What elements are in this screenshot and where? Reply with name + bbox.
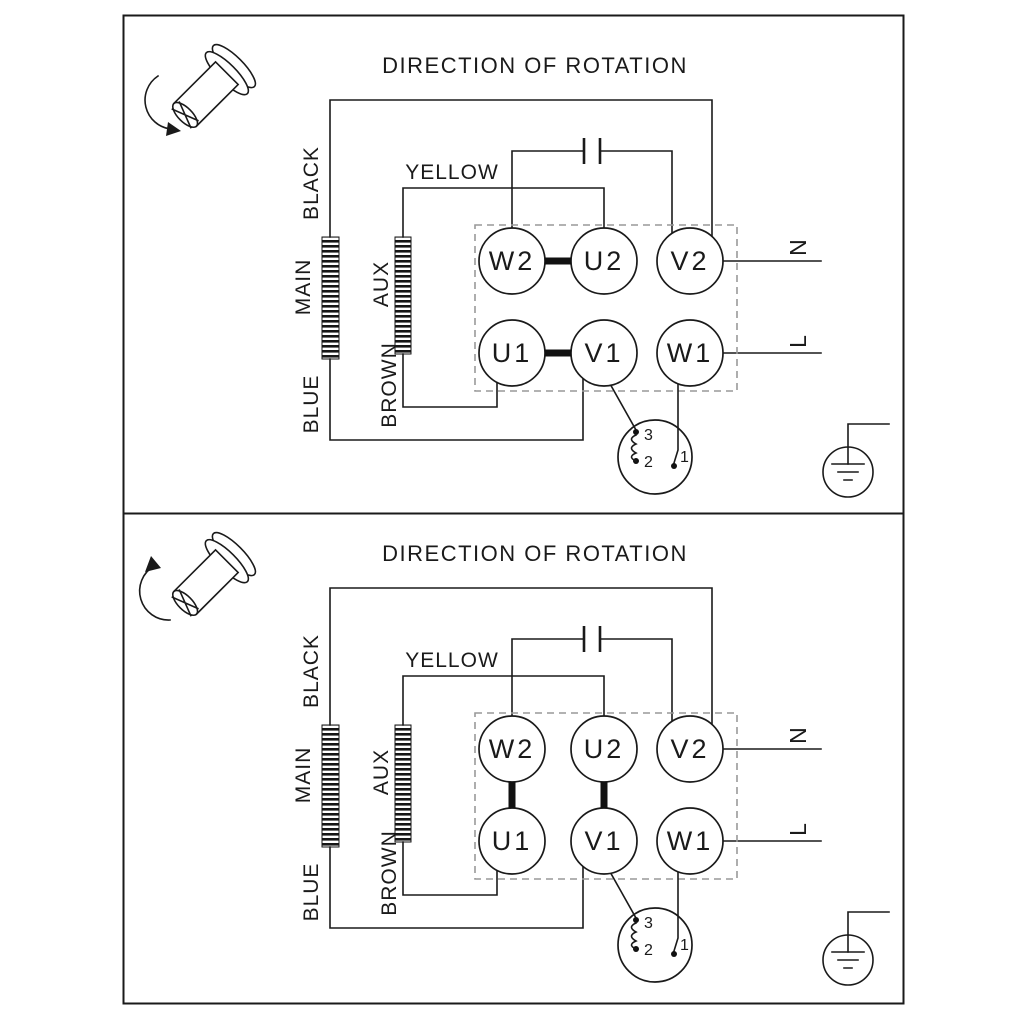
terminal-w1-label: W1: [667, 826, 714, 856]
label-blue: BLUE: [300, 863, 323, 922]
w1-protector-wire: [673, 869, 679, 952]
ground-bars: [831, 951, 865, 969]
v1-protector-wire: [607, 868, 638, 920]
capacitor-symbol: [582, 626, 602, 652]
w1-protector-wire: [673, 381, 679, 464]
neutral-label: N: [785, 238, 811, 256]
ground-lead-wire: [847, 423, 890, 465]
terminal-v1-label: V1: [584, 826, 623, 856]
label-yellow: YELLOW: [405, 649, 499, 672]
terminal-v2-label: V2: [670, 734, 709, 764]
protector-pin2-label: 2: [644, 942, 653, 959]
brown-wire: [402, 841, 498, 896]
terminal-box-outline: [474, 224, 738, 392]
protector-coil: [630, 921, 638, 951]
panel-title: DIRECTION OF ROTATION: [382, 53, 688, 78]
protector-pin3-dot: [633, 917, 639, 923]
main-winding-strip: [321, 236, 340, 360]
rotation-arrow-head: [166, 122, 181, 136]
terminal-u1-label: U1: [492, 338, 533, 368]
neutral-label: N: [785, 726, 811, 744]
panel-bottom: DIRECTION OF ROTATION BLACK MAIN BLUE AU…: [138, 531, 890, 986]
terminal-v2: [656, 715, 724, 783]
terminal-w2-label: W2: [489, 246, 536, 276]
panel-top: DIRECTION OF ROTATION BLACK MAIN BLUE AU…: [144, 43, 890, 498]
shaft-cross-mark: [171, 101, 199, 129]
label-black: BLACK: [300, 634, 323, 708]
blue-wire: [329, 358, 584, 441]
label-blue: BLUE: [300, 375, 323, 434]
capacitor-symbol: [582, 138, 602, 164]
terminal-w1-label: W1: [667, 338, 714, 368]
panel-title: DIRECTION OF ROTATION: [382, 541, 688, 566]
terminal-u2-label: U2: [584, 246, 625, 276]
aux-winding-strip: [394, 724, 412, 843]
protector-pin1-label: 1: [680, 449, 689, 466]
terminal-w1: [656, 807, 724, 875]
label-aux: AUX: [370, 749, 393, 795]
rotation-arrow-arc: [144, 74, 172, 130]
protector-pin3-label: 3: [644, 427, 653, 444]
protector-coil: [630, 433, 638, 463]
terminal-v2: [656, 227, 724, 295]
protector-pin1-dot: [671, 463, 677, 469]
label-brown: BROWN: [378, 830, 401, 916]
protector-pin3-label: 3: [644, 915, 653, 932]
thermal-protector-circle: [617, 419, 693, 495]
protector-pin1-dot: [671, 951, 677, 957]
line-label: L: [785, 334, 811, 348]
motor-icon: [138, 531, 257, 621]
label-main: MAIN: [292, 259, 315, 316]
capacitor-lead-wire: [511, 638, 673, 729]
motor-icon: [144, 43, 257, 136]
yellow-wire: [402, 675, 605, 726]
rotation-arrow-arc: [138, 564, 171, 621]
main-winding-strip: [321, 724, 340, 848]
v1-protector-wire: [607, 380, 638, 432]
terminal-u2-label: U2: [584, 734, 625, 764]
terminal-u1-label: U1: [492, 826, 533, 856]
ground-lead-wire: [847, 911, 890, 953]
terminal-w2-label: W2: [489, 734, 536, 764]
label-black: BLACK: [300, 146, 323, 220]
yellow-wire: [402, 187, 605, 238]
blue-wire: [329, 846, 584, 929]
earth-ground-symbol: [822, 423, 890, 498]
protector-pin2-label: 2: [644, 454, 653, 471]
aux-winding-strip: [394, 236, 412, 355]
ground-circle: [822, 446, 874, 498]
brown-wire: [402, 353, 498, 408]
line-label: L: [785, 822, 811, 836]
ground-bars: [831, 463, 865, 481]
ground-circle: [822, 934, 874, 986]
protector-pin1-label: 1: [680, 937, 689, 954]
black-wire: [329, 587, 713, 729]
protector-pin3-dot: [633, 429, 639, 435]
label-aux: AUX: [370, 261, 393, 307]
thermal-protector-circle: [617, 907, 693, 983]
rotation-arrow-head: [145, 556, 161, 572]
label-main: MAIN: [292, 747, 315, 804]
earth-ground-symbol: [822, 911, 890, 986]
terminal-w1: [656, 319, 724, 387]
label-brown: BROWN: [378, 342, 401, 428]
shaft-cross-mark: [171, 589, 199, 617]
black-wire: [329, 99, 713, 241]
label-yellow: YELLOW: [405, 161, 499, 184]
capacitor-lead-wire: [511, 150, 673, 241]
terminal-box-outline: [474, 712, 738, 880]
terminal-v1-label: V1: [584, 338, 623, 368]
terminal-v2-label: V2: [670, 246, 709, 276]
